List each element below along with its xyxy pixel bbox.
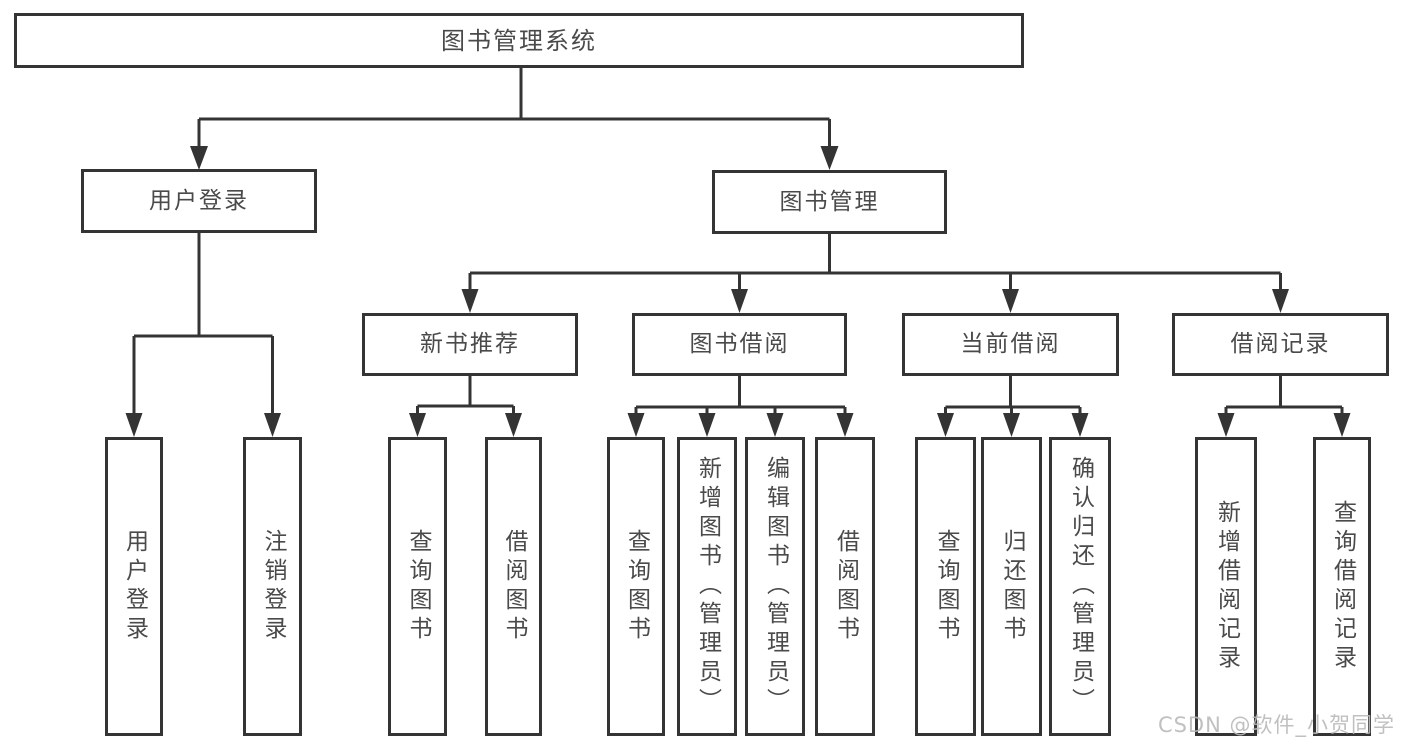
node-library-management-system: 图书管理系统 xyxy=(14,13,1024,68)
leaf-user-login: 用户登录 xyxy=(105,437,163,736)
leaf-logout: 注销登录 xyxy=(243,437,302,736)
node-user-login: 用户登录 xyxy=(81,169,317,233)
csdn-watermark: CSDN @软件_小贺同学 xyxy=(1157,713,1395,737)
arrowheads xyxy=(125,146,1351,437)
leaf-borrowing-borrow-books: 借阅图书 xyxy=(815,437,875,736)
leaf-current-confirm-return-admin: 确认归还（管理员） xyxy=(1049,437,1111,736)
leaf-records-add-borrow-record: 新增借阅记录 xyxy=(1195,437,1257,736)
node-borrowing-records: 借阅记录 xyxy=(1172,313,1389,376)
node-book-borrowing: 图书借阅 xyxy=(632,313,847,376)
leaf-recommend-borrow-books: 借阅图书 xyxy=(485,437,542,736)
leaf-recommend-query-books: 查询图书 xyxy=(388,437,447,736)
leaf-borrowing-edit-books-admin: 编辑图书（管理员） xyxy=(745,437,805,736)
node-current-borrowing: 当前借阅 xyxy=(902,313,1119,376)
node-new-book-recommendation: 新书推荐 xyxy=(362,313,578,376)
leaf-current-return-books: 归还图书 xyxy=(981,437,1042,736)
node-book-management: 图书管理 xyxy=(712,170,947,234)
leaf-records-query-borrow-record: 查询借阅记录 xyxy=(1313,437,1371,736)
leaf-borrowing-query-books: 查询图书 xyxy=(607,437,665,736)
leaf-current-query-books: 查询图书 xyxy=(915,437,976,736)
leaf-borrowing-add-books-admin: 新增图书（管理员） xyxy=(677,437,737,736)
